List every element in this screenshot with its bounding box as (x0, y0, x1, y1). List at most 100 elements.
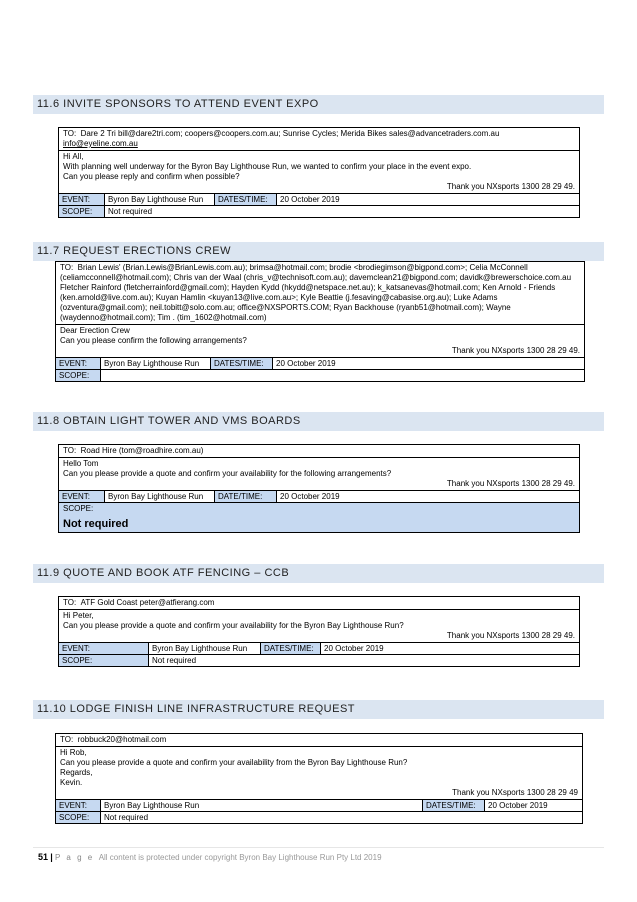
message-row: Hi All, With planning well underway for … (59, 151, 579, 194)
to-row: TO: Dare 2 Tri bill@dare2tri.com; cooper… (59, 128, 579, 151)
signature: Thank you NXsports 1300 28 29 49. (446, 631, 575, 640)
scope-value (101, 370, 584, 381)
message-line: Kevin. (60, 778, 83, 787)
to-label: TO: (63, 598, 77, 607)
event-row: EVENT: Byron Bay Lighthouse Run DATES/TI… (59, 643, 579, 655)
signature: Thank you NXsports 1300 28 29 49. (451, 346, 580, 355)
event-value: Byron Bay Lighthouse Run (101, 800, 423, 811)
event-value: Byron Bay Lighthouse Run (149, 643, 261, 654)
dates-value: 20 October 2019 (488, 801, 548, 810)
to-label: TO: (63, 129, 77, 138)
dates-label: DATES/TIME: (215, 194, 277, 205)
footer-divider (33, 847, 604, 848)
event-row: EVENT: Byron Bay Lighthouse Run DATES/TI… (59, 194, 579, 206)
message-line: Can you please provide a quote and confi… (60, 758, 408, 767)
message-line: Hello Tom (63, 459, 99, 468)
dates-value: 20 October 2019 (280, 195, 340, 204)
scope-label: SCOPE: (56, 370, 101, 381)
message-line: Dear Erection Crew (60, 326, 130, 335)
message-line: Can you please confirm the following arr… (60, 336, 247, 345)
event-value: Byron Bay Lighthouse Run (101, 358, 211, 369)
scope-value: Not required (104, 813, 149, 822)
to-recipients-cont: (celiamcconnell@hotmail.com); Chris van … (60, 273, 572, 282)
to-recipients-cont: (ozventura@gmail.com); neil.tobitt@solo.… (60, 303, 511, 312)
dates-value: 20 October 2019 (324, 644, 384, 653)
signature: Thank you NXsports 1300 28 29 49. (446, 479, 575, 488)
email-box-light-tower: TO: Road Hire (tom@roadhire.com.au) Hell… (58, 444, 580, 533)
to-row: TO: Road Hire (tom@roadhire.com.au) (59, 445, 579, 458)
event-value: Byron Bay Lighthouse Run (105, 491, 215, 502)
event-row: EVENT: Byron Bay Lighthouse Run DATE/TIM… (59, 491, 579, 503)
event-label: EVENT: (56, 358, 101, 369)
copyright-text: All content is protected under copyright… (98, 853, 382, 862)
message-row: Hi Peter, Can you please provide a quote… (59, 610, 579, 643)
dates-label: DATES/TIME: (211, 358, 273, 369)
message-line: Can you please reply and confirm when po… (63, 172, 240, 181)
email-box-atf-fencing: TO: ATF Gold Coast peter@atfierang.com H… (58, 596, 580, 667)
scope-label: SCOPE: (59, 206, 105, 217)
section-title-11-9: 11.9 QUOTE AND BOOK ATF FENCING – CCB (33, 564, 604, 583)
email-box-invite-sponsors: TO: Dare 2 Tri bill@dare2tri.com; cooper… (58, 127, 580, 218)
message-line: Hi Rob, (60, 748, 87, 757)
section-title-11-8: 11.8 OBTAIN LIGHT TOWER AND VMS BOARDS (33, 412, 604, 431)
scope-value: Not required (152, 656, 197, 665)
to-recipients-cont: Fletcher Rainford (fletcherrainford@gmai… (60, 283, 556, 292)
event-label: EVENT: (59, 491, 105, 502)
to-recipients: robbuck20@hotmail.com (77, 735, 167, 744)
to-recipients-cont: (ken.arnold@live.com.au); Kuyan Hamlin <… (60, 293, 498, 302)
to-label: TO: (60, 735, 74, 744)
message-line: Hi Peter, (63, 611, 94, 620)
to-row: TO: robbuck20@hotmail.com (56, 734, 582, 747)
signature: Thank you NXsports 1300 28 29 49 (452, 788, 578, 797)
scope-row: SCOPE: Not required (56, 812, 582, 823)
message-row: Hello Tom Can you please provide a quote… (59, 458, 579, 491)
to-label: TO: (60, 263, 74, 272)
scope-row: SCOPE: (56, 370, 584, 381)
to-row: TO: Brian Lewis' (Brian.Lewis@BrianLewis… (56, 262, 584, 325)
event-row: EVENT: Byron Bay Lighthouse Run DATES/TI… (56, 358, 584, 370)
scope-value: Not required (59, 515, 579, 532)
email-box-erections-crew: TO: Brian Lewis' (Brian.Lewis@BrianLewis… (55, 261, 585, 382)
event-value: Byron Bay Lighthouse Run (105, 194, 215, 205)
message-line: Can you please provide a quote and confi… (63, 621, 404, 630)
event-label: EVENT: (56, 800, 101, 811)
dates-label: DATES/TIME: (423, 800, 485, 811)
scope-row: SCOPE: Not required (59, 206, 579, 217)
section-title-11-10: 11.10 LODGE FINISH LINE INFRASTRUCTURE R… (33, 700, 604, 719)
to-recipients: Road Hire (tom@roadhire.com.au) (80, 446, 204, 455)
to-row: TO: ATF Gold Coast peter@atfierang.com (59, 597, 579, 610)
scope-label: SCOPE: (63, 504, 94, 513)
dates-label: DATE/TIME: (215, 491, 277, 502)
scope-row: SCOPE: (59, 503, 579, 515)
event-label: EVENT: (59, 194, 105, 205)
page-footer: 51 | P a g e All content is protected un… (38, 852, 382, 862)
section-title-11-7: 11.7 REQUEST ERECTIONS CREW (33, 242, 604, 261)
scope-row: SCOPE: Not required (59, 655, 579, 666)
to-recipients-cont: (waydenno@hotmail.com); Tim . (tim_1602@… (60, 313, 267, 322)
message-row: Hi Rob, Can you please provide a quote a… (56, 747, 582, 800)
dates-label: DATES/TIME: (261, 643, 321, 654)
to-recipients: Dare 2 Tri bill@dare2tri.com; coopers@co… (80, 129, 500, 138)
page-separator: | (50, 852, 53, 862)
page-word: P a g e (55, 853, 95, 862)
to-recipients-cont: info@eyeline.com.au (63, 139, 138, 148)
message-line: Can you please provide a quote and confi… (63, 469, 392, 478)
event-label: EVENT: (59, 643, 149, 654)
to-recipients: ATF Gold Coast peter@atfierang.com (80, 598, 215, 607)
scope-value: Not required (108, 207, 153, 216)
scope-label: SCOPE: (59, 655, 149, 666)
dates-value: 20 October 2019 (276, 359, 336, 368)
signature: Thank you NXsports 1300 28 29 49. (446, 182, 575, 191)
message-line: Regards, (60, 768, 93, 777)
dates-value: 20 October 2019 (280, 492, 340, 501)
event-row: EVENT: Byron Bay Lighthouse Run DATES/TI… (56, 800, 582, 812)
message-line: With planning well underway for the Byro… (63, 162, 472, 171)
email-box-finish-line: TO: robbuck20@hotmail.com Hi Rob, Can yo… (55, 733, 583, 824)
message-row: Dear Erection Crew Can you please confir… (56, 325, 584, 358)
message-line: Hi All, (63, 152, 84, 161)
to-recipients: Brian Lewis' (Brian.Lewis@BrianLewis.com… (77, 263, 528, 272)
page-number: 51 (38, 852, 49, 862)
scope-label: SCOPE: (56, 812, 101, 823)
to-label: TO: (63, 446, 77, 455)
section-title-11-6: 11.6 INVITE SPONSORS TO ATTEND EVENT EXP… (33, 95, 604, 114)
